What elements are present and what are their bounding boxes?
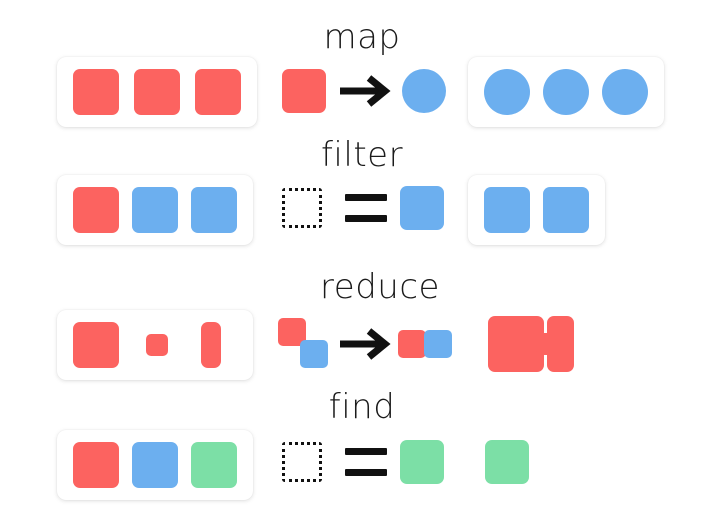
find-input-card <box>57 430 253 500</box>
filter-predicate-match-blue-square <box>400 186 444 230</box>
filter-output-blue-square-2 <box>543 187 589 233</box>
merged-part-tall <box>547 316 574 372</box>
map-input-red-square-3 <box>195 69 241 115</box>
map-operation-source-red-square <box>282 69 326 113</box>
row-label-reduce: reduce <box>320 267 440 307</box>
find-predicate-match-green-square <box>400 440 444 484</box>
reduce-input-card <box>57 310 253 380</box>
filter-output-card <box>468 175 605 245</box>
map-input-card <box>57 57 257 127</box>
find-input-red-square <box>73 442 119 488</box>
equals-icon-filter <box>345 194 387 222</box>
reduce-input-red-square-large <box>73 322 119 368</box>
reduce-operation-result-blue-square <box>424 330 452 358</box>
find-input-green-square <box>191 442 237 488</box>
equals-bar-top <box>345 448 387 455</box>
filter-output-blue-square-1 <box>484 187 530 233</box>
map-input-red-square-1 <box>73 69 119 115</box>
find-input-blue-square <box>132 442 178 488</box>
map-output-card <box>468 57 664 127</box>
reduce-operation-source-blue-square <box>300 340 328 368</box>
map-operation-target-blue-circle <box>402 69 446 113</box>
arrow-right-icon-reduce <box>338 325 394 363</box>
arrow-right-icon-map <box>338 72 394 110</box>
equals-icon-find <box>345 448 387 476</box>
equals-bar-top <box>345 194 387 201</box>
filter-input-card <box>57 175 253 245</box>
map-output-blue-circle-3 <box>602 69 648 115</box>
merged-part-large <box>488 316 544 372</box>
filter-input-blue-square-2 <box>191 187 237 233</box>
filter-input-red-square <box>73 187 119 233</box>
equals-bar-bottom <box>345 469 387 476</box>
reduce-output-red-merged-composite <box>488 316 574 372</box>
find-output-green-square <box>485 440 529 484</box>
row-label-filter: filter <box>320 135 404 175</box>
row-label-find: find <box>328 387 396 427</box>
filter-input-blue-square-1 <box>132 187 178 233</box>
reduce-input-red-rect-tall <box>201 322 221 368</box>
map-output-blue-circle-2 <box>543 69 589 115</box>
map-input-red-square-2 <box>134 69 180 115</box>
map-output-blue-circle-1 <box>484 69 530 115</box>
equals-bar-bottom <box>345 215 387 222</box>
reduce-operation-result-red-square <box>398 330 426 358</box>
find-predicate-placeholder-square <box>282 442 322 482</box>
row-label-map: map <box>323 17 401 57</box>
reduce-input-red-square-small <box>146 334 168 356</box>
filter-predicate-placeholder-square <box>282 188 322 228</box>
